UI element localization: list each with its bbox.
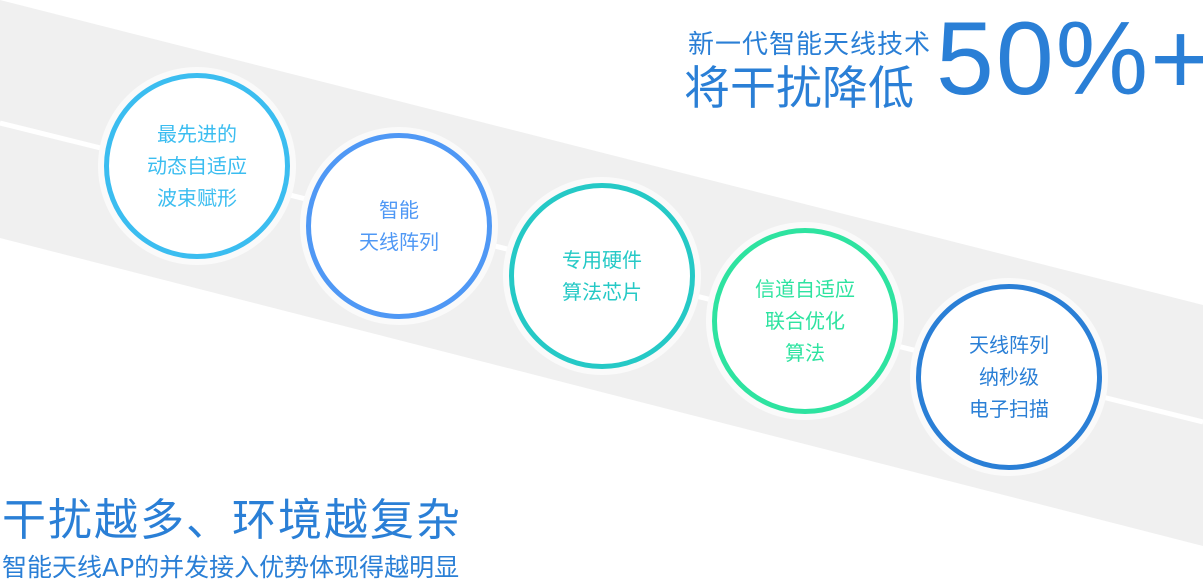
headline-title: 将干扰降低 <box>684 61 914 115</box>
feature-text: 天线阵列 <box>359 230 439 254</box>
feature-circle-electronic-scanning: 天线阵列 纳秒级 电子扫描 <box>916 284 1102 470</box>
headline-subtitle: 新一代智能天线技术 <box>688 30 932 60</box>
feature-circle-hardware-chip: 专用硬件 算法芯片 <box>509 183 695 369</box>
feature-text: 动态自适应 <box>147 154 247 178</box>
feature-text: 电子扫描 <box>969 397 1049 421</box>
feature-text: 联合优化 <box>765 309 845 333</box>
feature-text: 算法芯片 <box>562 280 642 304</box>
feature-circle-antenna-array: 智能 天线阵列 <box>306 133 492 319</box>
feature-circle-beamforming: 最先进的 动态自适应 波束赋形 <box>104 73 290 259</box>
headline-figure: 50%+ <box>936 1 1203 117</box>
footer-title: 干扰越多、环境越复杂 <box>2 495 462 546</box>
feature-text: 最先进的 <box>157 122 237 146</box>
feature-text: 算法 <box>785 341 825 365</box>
footer-subtitle: 智能天线AP的并发接入优势体现得越明显 <box>2 553 460 582</box>
feature-text: 波束赋形 <box>157 186 237 210</box>
feature-text: 纳秒级 <box>979 365 1039 389</box>
feature-text: 专用硬件 <box>562 248 642 272</box>
feature-text: 智能 <box>379 198 419 222</box>
feature-text: 天线阵列 <box>969 333 1049 357</box>
feature-text: 信道自适应 <box>755 277 855 301</box>
feature-circle-channel-optimization: 信道自适应 联合优化 算法 <box>712 228 898 414</box>
